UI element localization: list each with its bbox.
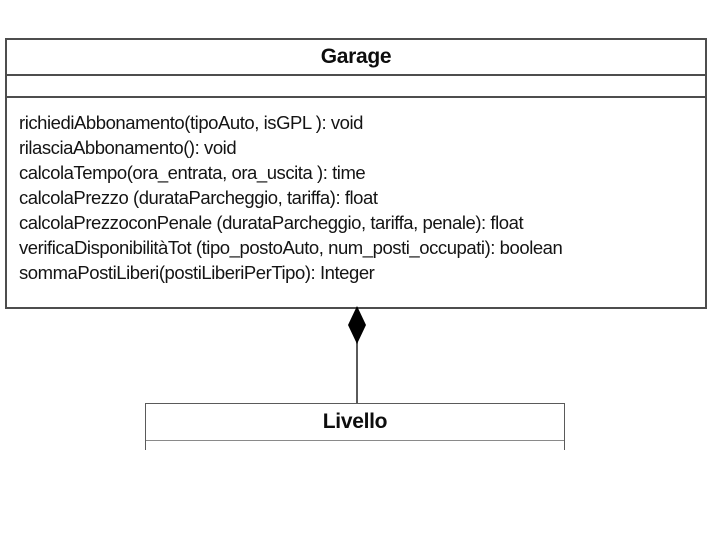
garage-methods-compartment: richiediAbbonamento(tipoAuto, isGPL ): v… [7,98,705,285]
composition-association-line [356,340,358,404]
garage-class-box[interactable]: Garage richiediAbbonamento(tipoAuto, isG… [5,38,707,309]
garage-method: calcolaTempo(ora_entrata, ora_uscita ): … [19,162,366,183]
garage-method: verificaDisponibilitàTot (tipo_postoAuto… [19,237,563,258]
composition-diamond-icon [348,306,366,344]
garage-attributes-compartment [7,76,705,98]
garage-method: calcolaPrezzo (durataParcheggio, tariffa… [19,187,378,208]
livello-class-box[interactable]: Livello [145,403,565,450]
garage-class-title: Garage [7,40,705,76]
garage-method: rilasciaAbbonamento(): void [19,137,237,158]
livello-class-title: Livello [146,404,564,441]
garage-method: richiediAbbonamento(tipoAuto, isGPL ): v… [19,112,363,133]
livello-attributes-compartment [146,441,564,449]
garage-method: calcolaPrezzoconPenale (durataParcheggio… [19,212,524,233]
garage-method: sommaPostiLiberi(postiLiberiPerTipo): In… [19,262,375,283]
